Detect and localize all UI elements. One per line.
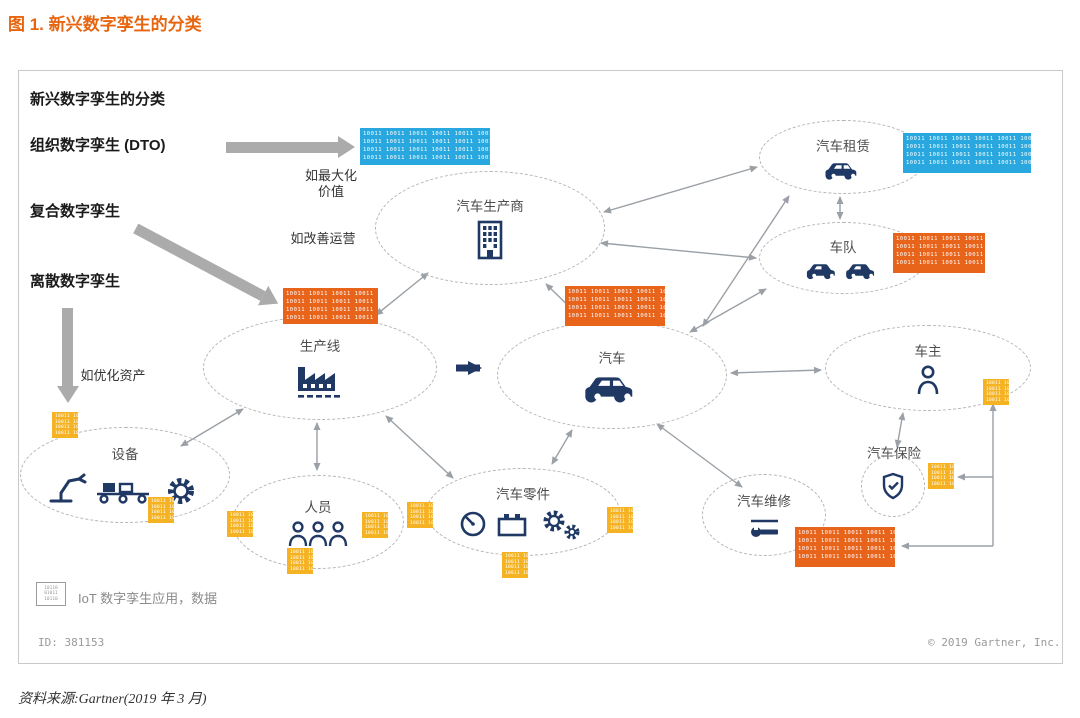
diagram-id: ID: 381153 (38, 636, 105, 649)
note-dto: 如最大化 价值 (304, 168, 357, 199)
shield-icon (882, 472, 904, 500)
node-repair: 汽车维修 (702, 474, 826, 556)
gauge-icon (460, 511, 486, 537)
copyright: © 2019 Gartner, Inc. (928, 636, 1061, 649)
node-repair-label: 汽车维修 (737, 494, 791, 509)
car-icon (585, 377, 633, 403)
discrete-binary-4: 10011 10011 10011 10011 10011 10011 1001… (287, 548, 313, 574)
discrete-binary-5: 10011 10011 10011 10011 10011 10011 1001… (362, 512, 388, 538)
discrete-binary-6: 10011 10011 10011 10011 10011 10011 1001… (407, 502, 433, 528)
battery-icon (497, 514, 527, 537)
node-personnel-label: 人员 (304, 500, 332, 515)
factory-icon (298, 367, 340, 398)
node-production-line: 生产线 (203, 316, 437, 420)
discrete-binary-10: 10011 10011 10011 10011 10011 10011 1001… (983, 379, 1009, 405)
discrete-binary-3: 10011 10011 10011 10011 10011 10011 1001… (227, 511, 253, 537)
people-icon (288, 521, 348, 547)
node-production-line-label: 生产线 (299, 339, 341, 354)
discrete-binary-2: 10011 10011 10011 10011 10011 10011 1001… (148, 497, 174, 523)
node-equipment-label: 设备 (111, 447, 139, 462)
composite-binary-car: 10011 10011 10011 10011 10011 10011 1001… (565, 286, 665, 326)
person-icon (917, 365, 939, 395)
dto-arrow (226, 136, 355, 158)
node-car: 汽车 (497, 321, 727, 429)
building-icon (477, 220, 503, 260)
wrench-icon (751, 519, 778, 537)
dto-arrow-head (338, 136, 355, 158)
node-car-parts: 汽车零件 (426, 468, 620, 556)
node-rental: 汽车租赁 (759, 120, 927, 194)
composite-binary-repair: 10011 10011 10011 10011 10011 10011 1001… (795, 527, 895, 567)
equipment-icons (49, 473, 194, 504)
node-equipment: 设备 (20, 427, 230, 523)
discrete-binary-9: 10011 10011 10011 10011 10011 10011 1001… (928, 463, 954, 489)
source-line: 资料来源:Gartner(2019 年 3 月) (18, 692, 207, 707)
robot-arm-icon (49, 473, 87, 503)
node-owner: 车主 (825, 325, 1031, 411)
panel-heading: 新兴数字孪生的分类 (30, 91, 166, 108)
figure-title: 图 1. 新兴数字孪生的分类 (8, 15, 202, 34)
composite-binary-production-line: 10011 10011 10011 10011 10011 10011 1001… (283, 288, 378, 324)
dto-binary-block-1: 10011 10011 10011 10011 10011 10011 1001… (360, 128, 490, 165)
legend-label: IoT 数字孪生应用，数据 (78, 591, 218, 606)
category-composite-label: 复合数字孪生 (30, 203, 121, 220)
discrete-binary-8: 10011 10011 10011 10011 10011 10011 1001… (607, 507, 633, 533)
node-fleet-label: 车队 (829, 240, 857, 255)
node-car-parts-label: 汽车零件 (496, 487, 550, 502)
legend-binary-icon: 10110 01011 10110 (36, 582, 66, 606)
category-discrete-label: 离散数字孪生 (30, 273, 121, 290)
node-manufacturer: 汽车生产商 (375, 171, 605, 285)
node-manufacturer-label: 汽车生产商 (456, 199, 524, 214)
gear-icon (168, 478, 194, 504)
note-composite: 如改善运营 (290, 231, 356, 246)
node-owner-label: 车主 (914, 344, 942, 359)
dto-binary-block-2: 10011 10011 10011 10011 10011 10011 1001… (903, 133, 1031, 173)
note-discrete: 如优化资产 (80, 368, 146, 383)
discrete-binary-7: 10011 10011 10011 10011 10011 10011 1001… (502, 552, 528, 578)
conveyor-icon (97, 482, 149, 504)
fleet-cars-icon (806, 264, 875, 280)
car-icon (825, 162, 857, 180)
node-fleet: 车队 (759, 222, 927, 294)
discrete-binary-1: 10011 10011 10011 10011 10011 10011 1001… (52, 412, 78, 438)
dto-arrow-shaft (226, 141, 338, 153)
car-parts-icons (460, 510, 580, 540)
node-insurance (861, 455, 925, 517)
category-dto-label: 组织数字孪生 (DTO) (30, 137, 166, 154)
gears-icon (543, 510, 580, 540)
composite-binary-fleet: 10011 10011 10011 10011 10011 10011 1001… (893, 233, 985, 273)
node-car-label: 汽车 (598, 351, 626, 366)
node-rental-label: 汽车租赁 (816, 138, 870, 154)
